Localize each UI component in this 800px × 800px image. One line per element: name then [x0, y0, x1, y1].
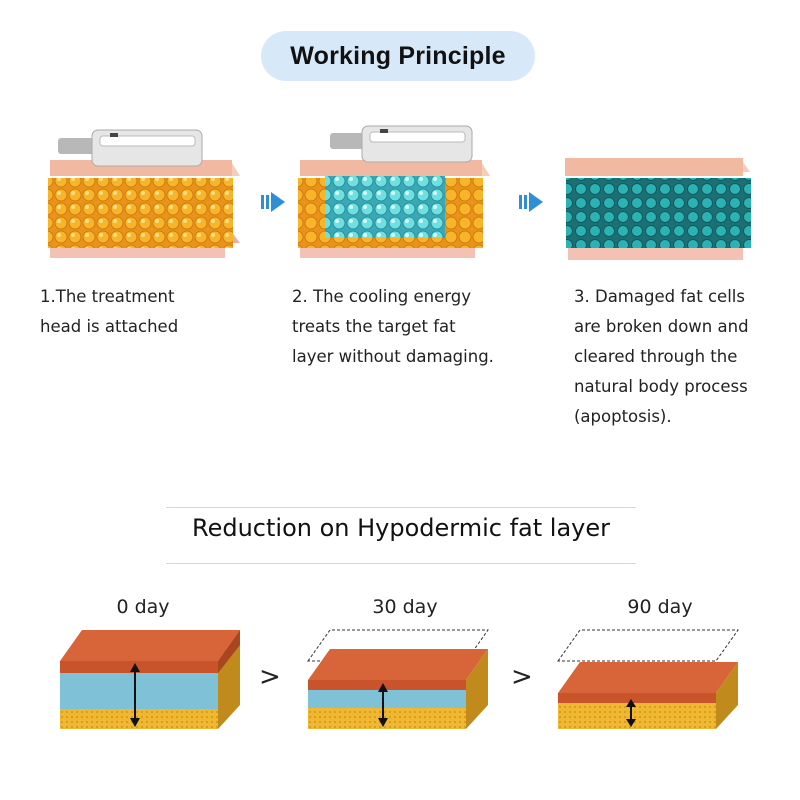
step-line: treats the target fat: [292, 317, 456, 336]
section-header-pill: Working Principle: [261, 31, 535, 81]
step-line: cleared through the: [574, 347, 738, 366]
reduction-title: Reduction on Hypodermic fat layer: [191, 514, 611, 542]
step-line: (apoptosis).: [574, 407, 672, 426]
day-label: 90 day: [627, 596, 693, 618]
comparison-greater-than: >: [511, 662, 533, 692]
treatment-head-attached-illustration: [48, 129, 240, 258]
fat-layer-block-0-day: [60, 630, 240, 729]
step-line: natural body process: [574, 377, 748, 396]
cooling-energy-illustration: [298, 125, 490, 258]
arrow-right-icon: [261, 192, 285, 212]
fat-layer-block-30-day: [307, 629, 489, 729]
fat-cells-broken-down-illustration: [565, 158, 751, 260]
divider-bottom: [166, 563, 636, 564]
step-2-description: 2. The cooling energy treats the target …: [292, 282, 494, 372]
day-label: 30 day: [372, 596, 438, 618]
day-label: 0 day: [116, 596, 170, 618]
arrow-right-icon: [519, 192, 543, 212]
fat-layer-block-90-day: [557, 629, 739, 729]
page-title: Working Principle: [290, 41, 506, 70]
divider-top: [166, 507, 636, 508]
step-line: 1.The treatment: [40, 287, 175, 306]
comparison-greater-than: >: [259, 662, 281, 692]
step-line: are broken down and: [574, 317, 749, 336]
step-3-description: 3. Damaged fat cells are broken down and…: [574, 282, 749, 432]
step-line: 3. Damaged fat cells: [574, 287, 745, 306]
step-line: 2. The cooling energy: [292, 287, 472, 306]
step-line: head is attached: [40, 317, 179, 336]
step-1-description: 1.The treatment head is attached: [40, 282, 178, 342]
step-line: layer without damaging.: [292, 347, 494, 366]
